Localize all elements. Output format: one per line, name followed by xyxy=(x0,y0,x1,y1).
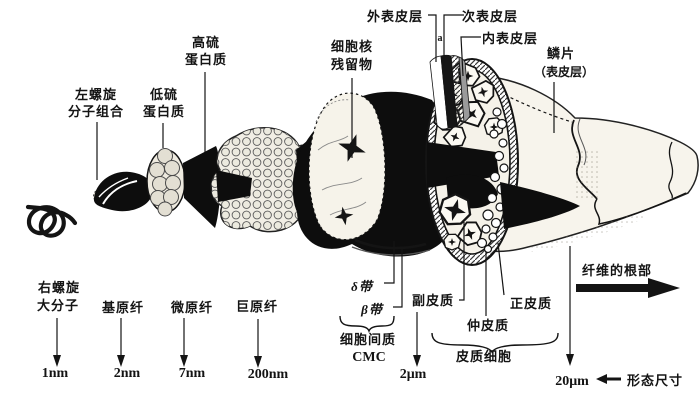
value-1nm: 1nm xyxy=(42,366,69,381)
morphology-left-arrow xyxy=(596,374,621,384)
label-high-sulfur-line1: 高硫 xyxy=(192,35,220,50)
down-arrow xyxy=(566,354,574,366)
label-paracortex: 副皮质 xyxy=(412,293,454,308)
label-cmc-line1: 细胞间质 xyxy=(340,332,396,347)
label-nucleus-line1: 细胞核 xyxy=(331,39,373,54)
value-2nm: 2nm xyxy=(114,366,141,381)
down-arrow xyxy=(53,355,61,367)
matrix-cone-drawing xyxy=(183,146,221,228)
dark-wedge xyxy=(427,142,499,188)
label-high-sulfur-line2: 蛋白质 xyxy=(185,52,227,67)
label-protofibril: 基原纤 xyxy=(101,300,144,315)
microfibril-bundle-drawing xyxy=(146,148,186,217)
fiber-root-right-arrow xyxy=(576,278,680,298)
label-scale-line2: （表皮层） xyxy=(534,64,594,79)
cmc-brace xyxy=(339,315,395,334)
label-cmc-line2: CMC xyxy=(352,350,385,365)
value-20um: 20μm xyxy=(555,374,589,389)
helix-coil-drawing xyxy=(25,204,78,238)
value-200nm: 200nm xyxy=(248,367,289,382)
label-beta-band: β带 xyxy=(360,302,385,317)
pointer-lines xyxy=(96,14,555,316)
cortex-brace xyxy=(431,332,559,354)
label-microfibril: 微原纤 xyxy=(170,300,213,315)
down-arrow xyxy=(413,355,421,367)
cuticle-wedge-drawing xyxy=(429,54,471,130)
down-arrow xyxy=(117,355,125,367)
value-7nm: 7nm xyxy=(179,366,206,381)
protofibril-rope-drawing xyxy=(93,171,153,212)
label-low-sulfur-line2: 蛋白质 xyxy=(143,104,185,119)
cmc-band-outer xyxy=(354,238,427,250)
cmc-band-inner xyxy=(351,246,431,256)
label-cortical-cells: 皮质细胞 xyxy=(455,349,512,364)
down-arrow xyxy=(180,355,188,367)
label-low-sulfur-line1: 低硫 xyxy=(149,87,178,102)
label-mesocortex: 仲皮质 xyxy=(467,318,509,333)
cortical-cell-cone-drawing xyxy=(308,92,386,241)
scale-arrows xyxy=(53,246,574,368)
label-left-helix-line2: 分子组合 xyxy=(68,104,124,119)
label-orthocortex: 正皮质 xyxy=(510,296,552,311)
label-right-helix-line2: 大分子 xyxy=(37,298,79,313)
label-morphology: 形态尺寸 xyxy=(627,373,683,388)
down-arrow xyxy=(254,356,262,368)
label-delta-band: δ带 xyxy=(351,279,375,294)
dark-wedge-fiber xyxy=(500,182,580,229)
label-scale-line1: 鳞片 xyxy=(547,46,575,61)
label-fiber-root: 纤维的根部 xyxy=(582,263,652,278)
label-marker-a: a xyxy=(438,33,443,44)
label-nucleus-line2: 残留物 xyxy=(331,57,373,72)
label-right-helix-line1: 右螺旋 xyxy=(37,280,80,295)
label-exocuticle: 次表皮层 xyxy=(462,9,518,24)
label-macrofibril: 巨原纤 xyxy=(236,299,278,314)
value-2um: 2μm xyxy=(400,367,427,382)
label-epicuticle: 外表皮层 xyxy=(366,9,423,24)
label-left-helix-line1: 左螺旋 xyxy=(75,87,117,102)
label-endocuticle: 内表皮层 xyxy=(482,31,538,46)
